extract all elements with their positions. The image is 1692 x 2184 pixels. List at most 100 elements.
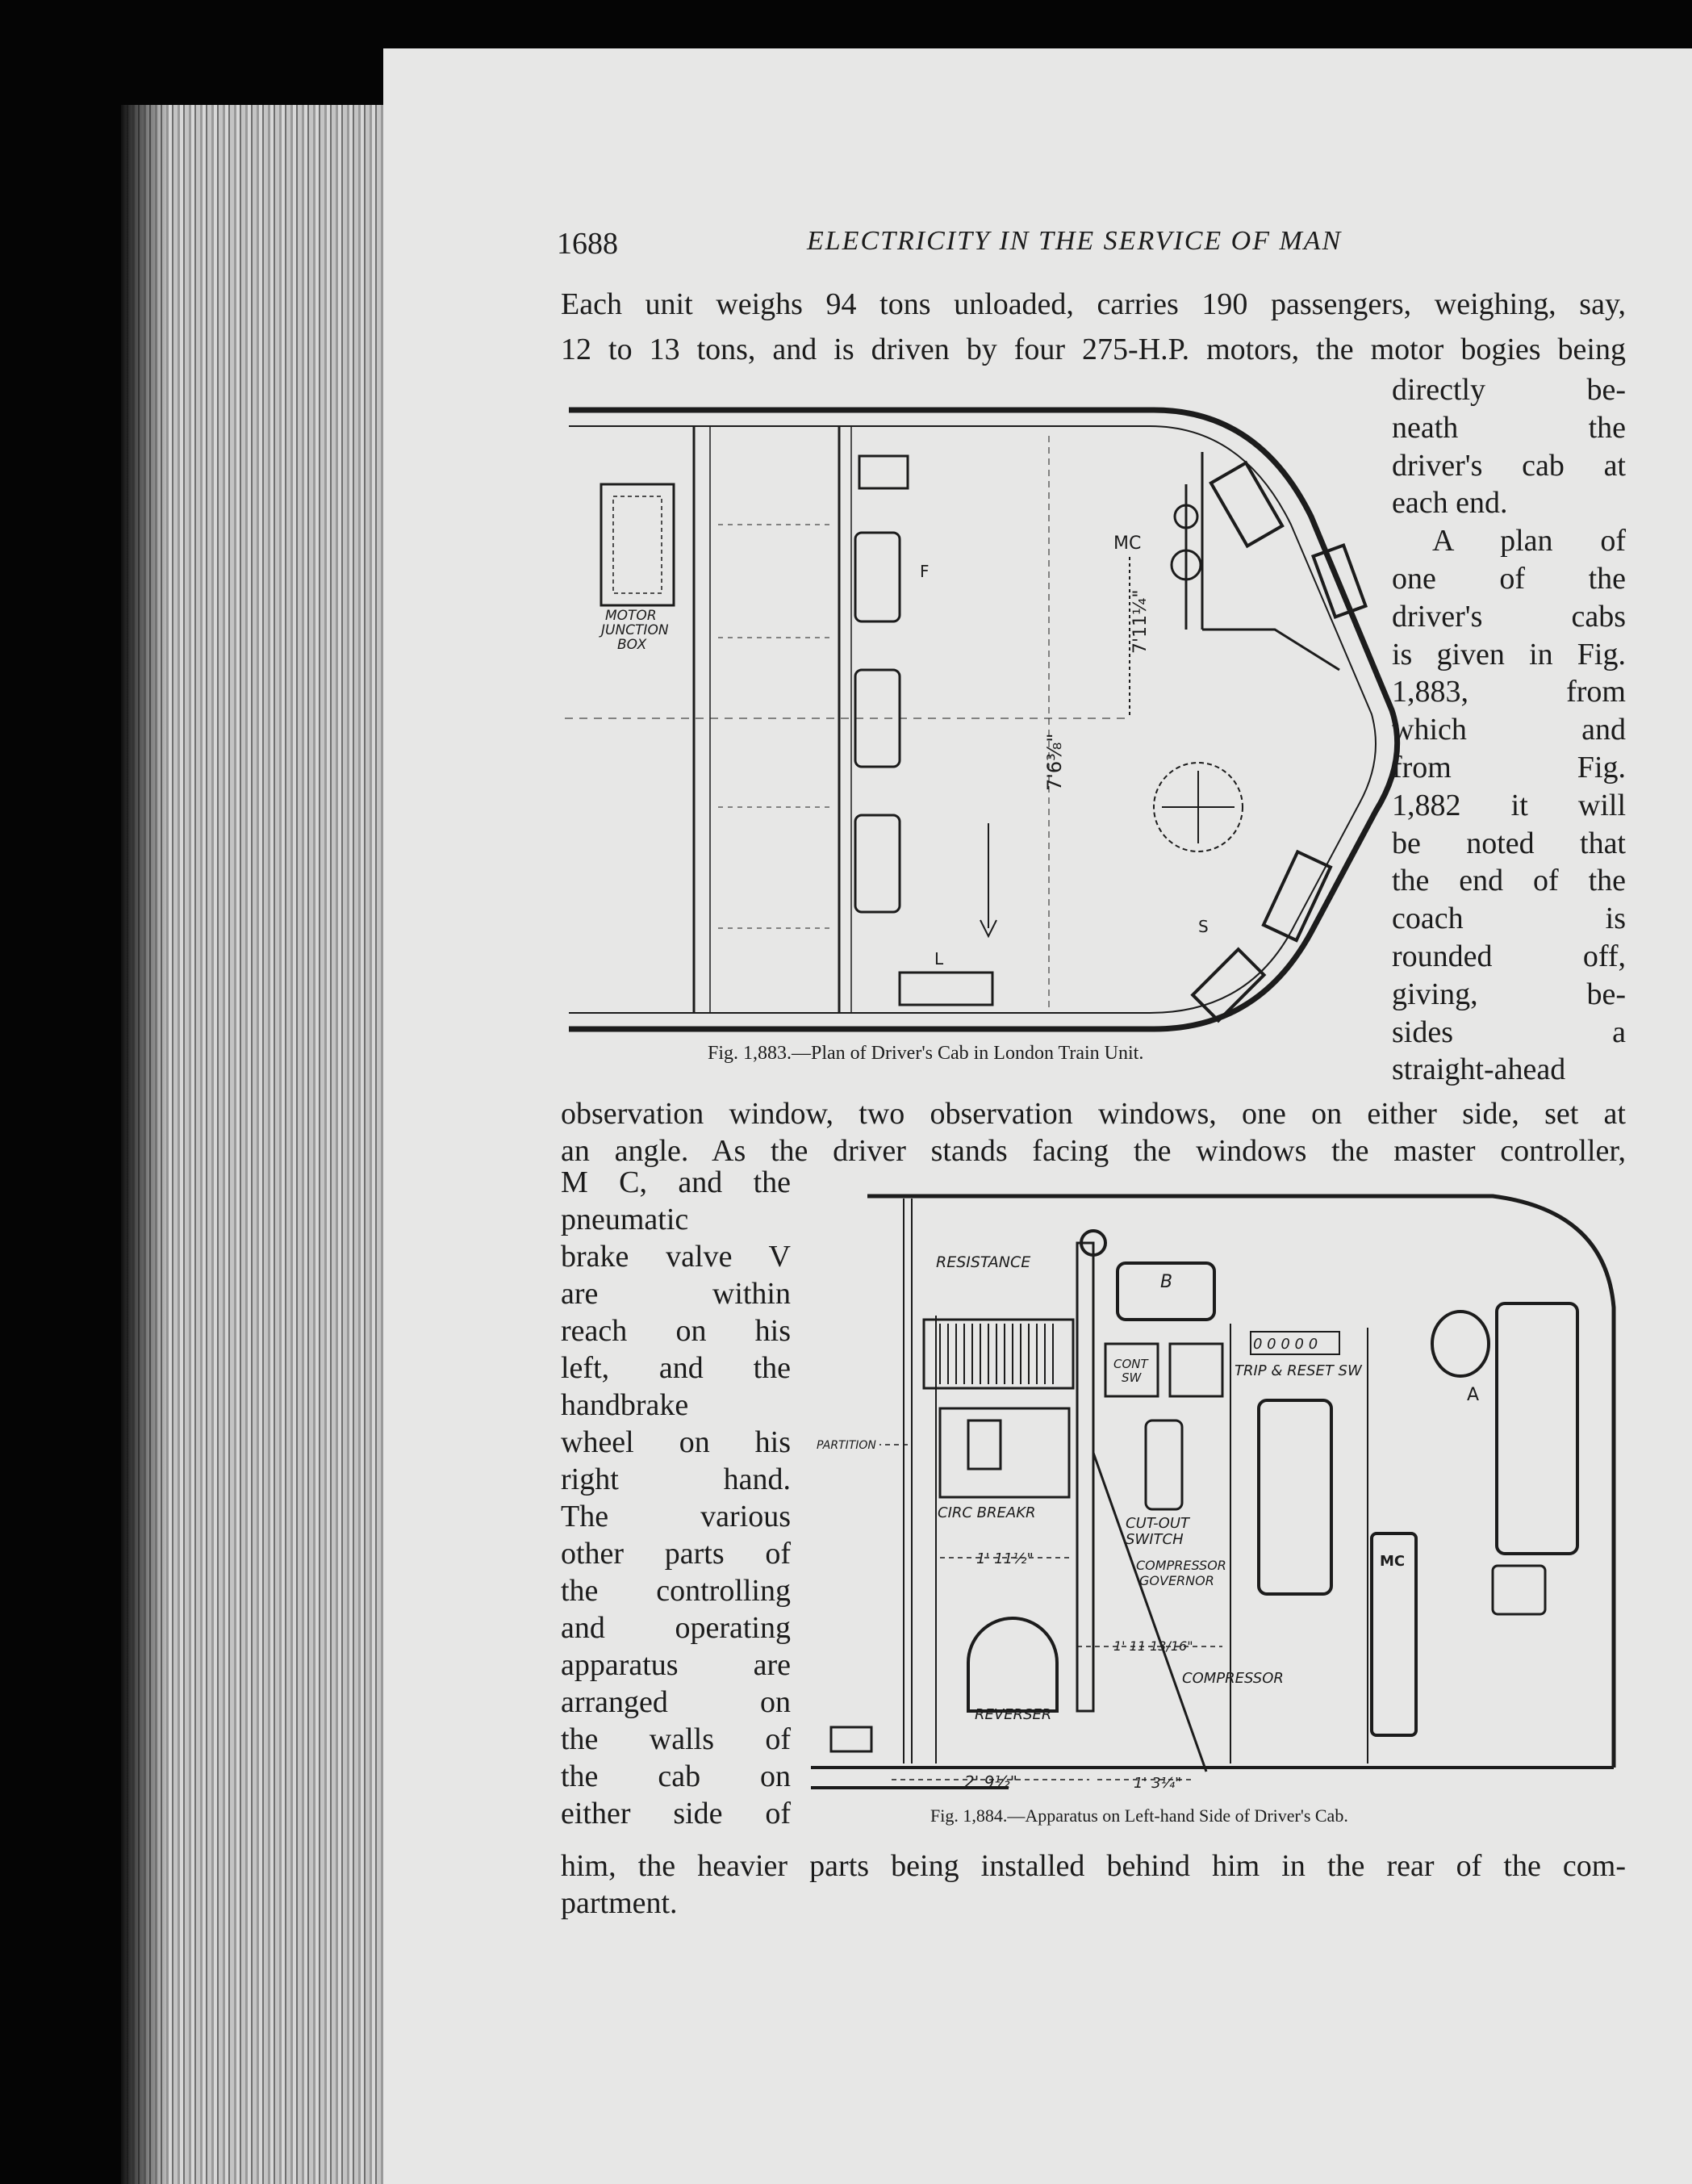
- text-line: straight-ahead: [1392, 1052, 1566, 1087]
- text-line: coach is: [1392, 902, 1626, 936]
- label-junction: JUNCTION: [599, 622, 669, 638]
- label-b: B: [1160, 1272, 1172, 1292]
- text-line: are within: [561, 1277, 791, 1311]
- text-line: handbrake: [561, 1388, 689, 1422]
- text-line: driver's cab at: [1392, 448, 1626, 483]
- label-f: F: [920, 562, 930, 581]
- label-governor: GOVERNOR: [1139, 1573, 1214, 1588]
- rear-partition: [565, 426, 1130, 1013]
- window-equipment: [1190, 460, 1368, 1023]
- circuit-breaker: [938, 1407, 1071, 1499]
- label-cont: CONT: [1113, 1357, 1150, 1371]
- vertical-post: [1076, 1241, 1095, 1713]
- resistance-grid: [922, 1318, 1075, 1390]
- label-compressor-gov: COMPRESSOR: [1136, 1558, 1226, 1573]
- text-line: either side of: [561, 1797, 791, 1830]
- label-dim-1: 1' 11½": [976, 1550, 1034, 1567]
- label-s: S: [1198, 917, 1209, 936]
- text-line: one of the: [1392, 562, 1626, 596]
- label-box: BOX: [617, 637, 647, 653]
- text-line: 12 to 13 tons, and is driven by four 275…: [561, 333, 1626, 366]
- text-line: him, the heavier parts being installed b…: [561, 1849, 1626, 1883]
- label-cut-out: CUT-OUT: [1126, 1515, 1191, 1532]
- label-dim-b: 7'6⅜": [1043, 734, 1066, 791]
- label-counter: 0 0 0 0 0: [1253, 1336, 1318, 1353]
- gauge-a: [1431, 1310, 1490, 1378]
- side-window: [1257, 1399, 1333, 1596]
- label-l: L: [934, 949, 944, 969]
- trip-counter: [1250, 1331, 1340, 1355]
- text-line: partment.: [561, 1886, 678, 1920]
- text-line: the end of the: [1392, 864, 1626, 898]
- label-switch: SWITCH: [1126, 1531, 1184, 1548]
- text-line: directly be-: [1392, 373, 1626, 407]
- handbrake-wheel: [1153, 762, 1243, 852]
- text-line: the controlling: [561, 1574, 791, 1608]
- text-line: an angle. As the driver stands facing th…: [561, 1134, 1626, 1168]
- text-line: 1,882 it will: [1392, 788, 1626, 822]
- text-line: The various: [561, 1500, 791, 1533]
- figure-1-caption: Fig. 1,883.—Plan of Driver's Cab in Lond…: [708, 1043, 1144, 1064]
- label-partition: PARTITION: [817, 1439, 876, 1452]
- reverser: [967, 1617, 1059, 1713]
- text-line: the walls of: [561, 1722, 791, 1756]
- page-number: 1688: [557, 227, 618, 261]
- label-dim-3: 2' 9½": [964, 1772, 1017, 1792]
- box-b: [1116, 1261, 1216, 1321]
- text-line: arranged on: [561, 1685, 791, 1719]
- text-line: 1,883, from: [1392, 675, 1626, 709]
- page-sheet: [383, 48, 1692, 2184]
- text-line: brake valve V: [561, 1240, 791, 1274]
- label-trip-reset: TRIP & RESET SW: [1235, 1362, 1363, 1379]
- front-window: [1495, 1302, 1579, 1555]
- text-line: driver's cabs: [1392, 599, 1626, 634]
- book-spine-shadow: [121, 105, 169, 2184]
- label-dim-a: 7'11¼": [1130, 590, 1151, 654]
- text-line: each end.: [1392, 486, 1508, 521]
- text-line: observation window, two observation wind…: [561, 1097, 1626, 1131]
- text-line: other parts of: [561, 1537, 791, 1571]
- motor-junction-box: [600, 483, 675, 607]
- text-line: from Fig.: [1392, 751, 1626, 784]
- label-a: A: [1467, 1385, 1479, 1405]
- dimension-arrows: [980, 557, 1130, 939]
- label-sw: SW: [1122, 1370, 1143, 1385]
- cab-outline: [569, 407, 1401, 1032]
- cab-floor: [811, 1766, 1614, 1789]
- master-controller: [1170, 452, 1340, 672]
- dimension-lines: [879, 1444, 1222, 1780]
- text-line: neath the: [1392, 410, 1626, 445]
- label-dim-2: 1' 11 13/16": [1113, 1638, 1193, 1654]
- floor-box: [829, 1726, 873, 1753]
- label-dim-4: 1' 3¼": [1134, 1775, 1181, 1792]
- text-line: be noted that: [1392, 826, 1626, 860]
- label-motor: MOTOR: [605, 608, 657, 624]
- label-mc: MC: [1380, 1553, 1405, 1570]
- label-mc: MC: [1113, 533, 1141, 554]
- diagonal-brace: [1092, 1452, 1208, 1772]
- label-compressor: COMPRESSOR: [1182, 1670, 1284, 1687]
- text-line: apparatus are: [561, 1648, 791, 1682]
- label-circ-breaker: CIRC BREAKR: [938, 1504, 1036, 1521]
- text-line: pneumatic: [561, 1203, 689, 1236]
- cut-out-switch: [1144, 1419, 1184, 1511]
- text-line: right hand.: [561, 1462, 791, 1496]
- text-line: wheel on his: [561, 1425, 791, 1459]
- master-controller-mc: [1370, 1532, 1418, 1737]
- seats: [854, 454, 909, 914]
- lever-l: [898, 971, 994, 1006]
- label-reverser: REVERSER: [975, 1706, 1051, 1723]
- figure-2-caption: Fig. 1,884.—Apparatus on Left-hand Side …: [930, 1805, 1348, 1826]
- brake-valve: [1491, 1564, 1547, 1616]
- text-line: the cab on: [561, 1759, 791, 1793]
- text-line: A plan of: [1432, 524, 1626, 559]
- text-line: and operating: [561, 1611, 791, 1645]
- text-line: which and: [1392, 713, 1626, 747]
- running-title: ELECTRICITY IN THE SERVICE OF MAN: [807, 226, 1343, 256]
- text-line: left, and the: [561, 1351, 791, 1385]
- text-line: giving, be-: [1392, 977, 1626, 1011]
- pulley: [1080, 1229, 1107, 1257]
- text-line: sides a: [1392, 1015, 1626, 1049]
